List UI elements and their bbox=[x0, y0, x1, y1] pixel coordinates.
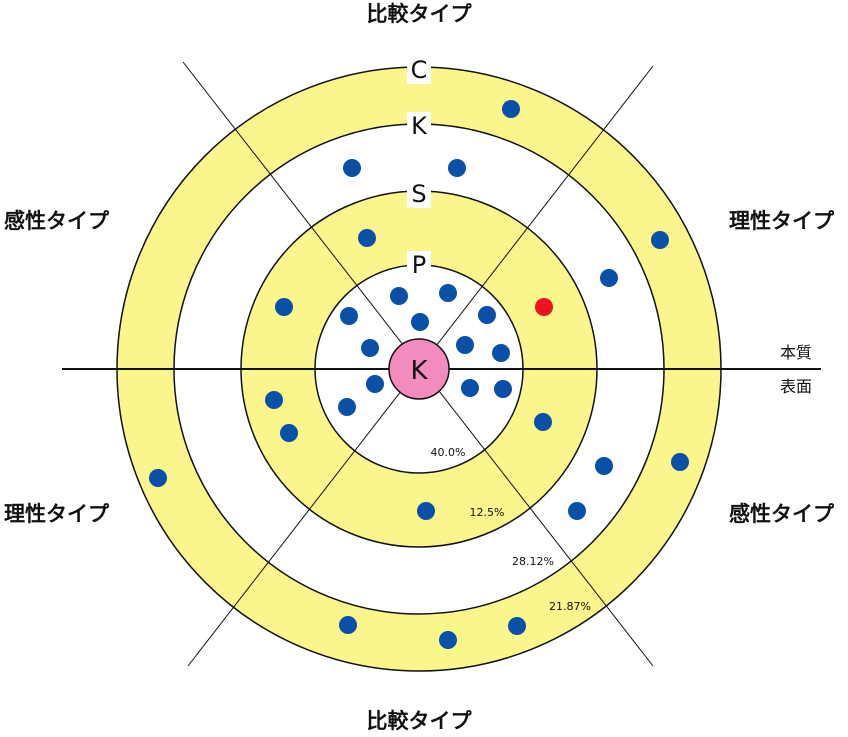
dot bbox=[339, 616, 357, 634]
dot bbox=[492, 344, 510, 362]
dot-highlight bbox=[535, 298, 553, 316]
dot bbox=[361, 339, 379, 357]
ring-letter-third: K bbox=[411, 112, 428, 140]
type-label-lower-left: 理性タイプ bbox=[4, 502, 110, 526]
type-label-upper-left: 感性タイプ bbox=[4, 209, 110, 233]
percent-second: 12.5% bbox=[470, 506, 505, 519]
dot bbox=[671, 453, 689, 471]
ring-letter-inner: P bbox=[412, 251, 426, 279]
dot bbox=[651, 231, 669, 249]
ring-letter-second-bg bbox=[407, 180, 431, 208]
percent-third: 28.12% bbox=[512, 555, 554, 568]
dot bbox=[265, 391, 283, 409]
dot bbox=[534, 413, 552, 431]
dot bbox=[478, 306, 496, 324]
dot bbox=[343, 159, 361, 177]
percent-outer: 21.87% bbox=[549, 600, 591, 613]
dot bbox=[595, 457, 613, 475]
ring-letter-outer: C bbox=[411, 56, 428, 84]
ring-letter-second: S bbox=[411, 180, 426, 208]
dot bbox=[280, 424, 298, 442]
dot bbox=[502, 100, 520, 118]
dot bbox=[358, 229, 376, 247]
dot bbox=[439, 631, 457, 649]
dot bbox=[568, 502, 586, 520]
center-circle bbox=[388, 338, 450, 400]
type-label-lower-right: 感性タイプ bbox=[729, 502, 835, 526]
dot bbox=[417, 502, 435, 520]
dot bbox=[456, 336, 474, 354]
type-label-bottom: 比較タイプ bbox=[367, 709, 473, 733]
type-label-top: 比較タイプ bbox=[367, 2, 473, 26]
dot bbox=[338, 398, 356, 416]
axis-label-below: 表面 bbox=[780, 377, 812, 396]
dot bbox=[600, 269, 618, 287]
dot bbox=[149, 469, 167, 487]
dot bbox=[494, 380, 512, 398]
type-label-upper-right: 理性タイプ bbox=[729, 209, 835, 233]
ring-letter-inner-bg bbox=[407, 251, 431, 279]
dot bbox=[448, 159, 466, 177]
dot bbox=[461, 379, 479, 397]
dot bbox=[411, 313, 429, 331]
dot bbox=[390, 287, 408, 305]
dot bbox=[508, 617, 526, 635]
dot bbox=[275, 298, 293, 316]
center-letter: K bbox=[410, 356, 428, 386]
axis-label-above: 本質 bbox=[780, 343, 812, 362]
ring-letter-third-bg bbox=[407, 112, 431, 140]
dots bbox=[149, 100, 689, 649]
ring-letter-outer-bg bbox=[407, 56, 431, 84]
dot bbox=[366, 375, 384, 393]
dot bbox=[340, 307, 358, 325]
dot bbox=[439, 284, 457, 302]
percent-inner: 40.0% bbox=[431, 446, 466, 459]
